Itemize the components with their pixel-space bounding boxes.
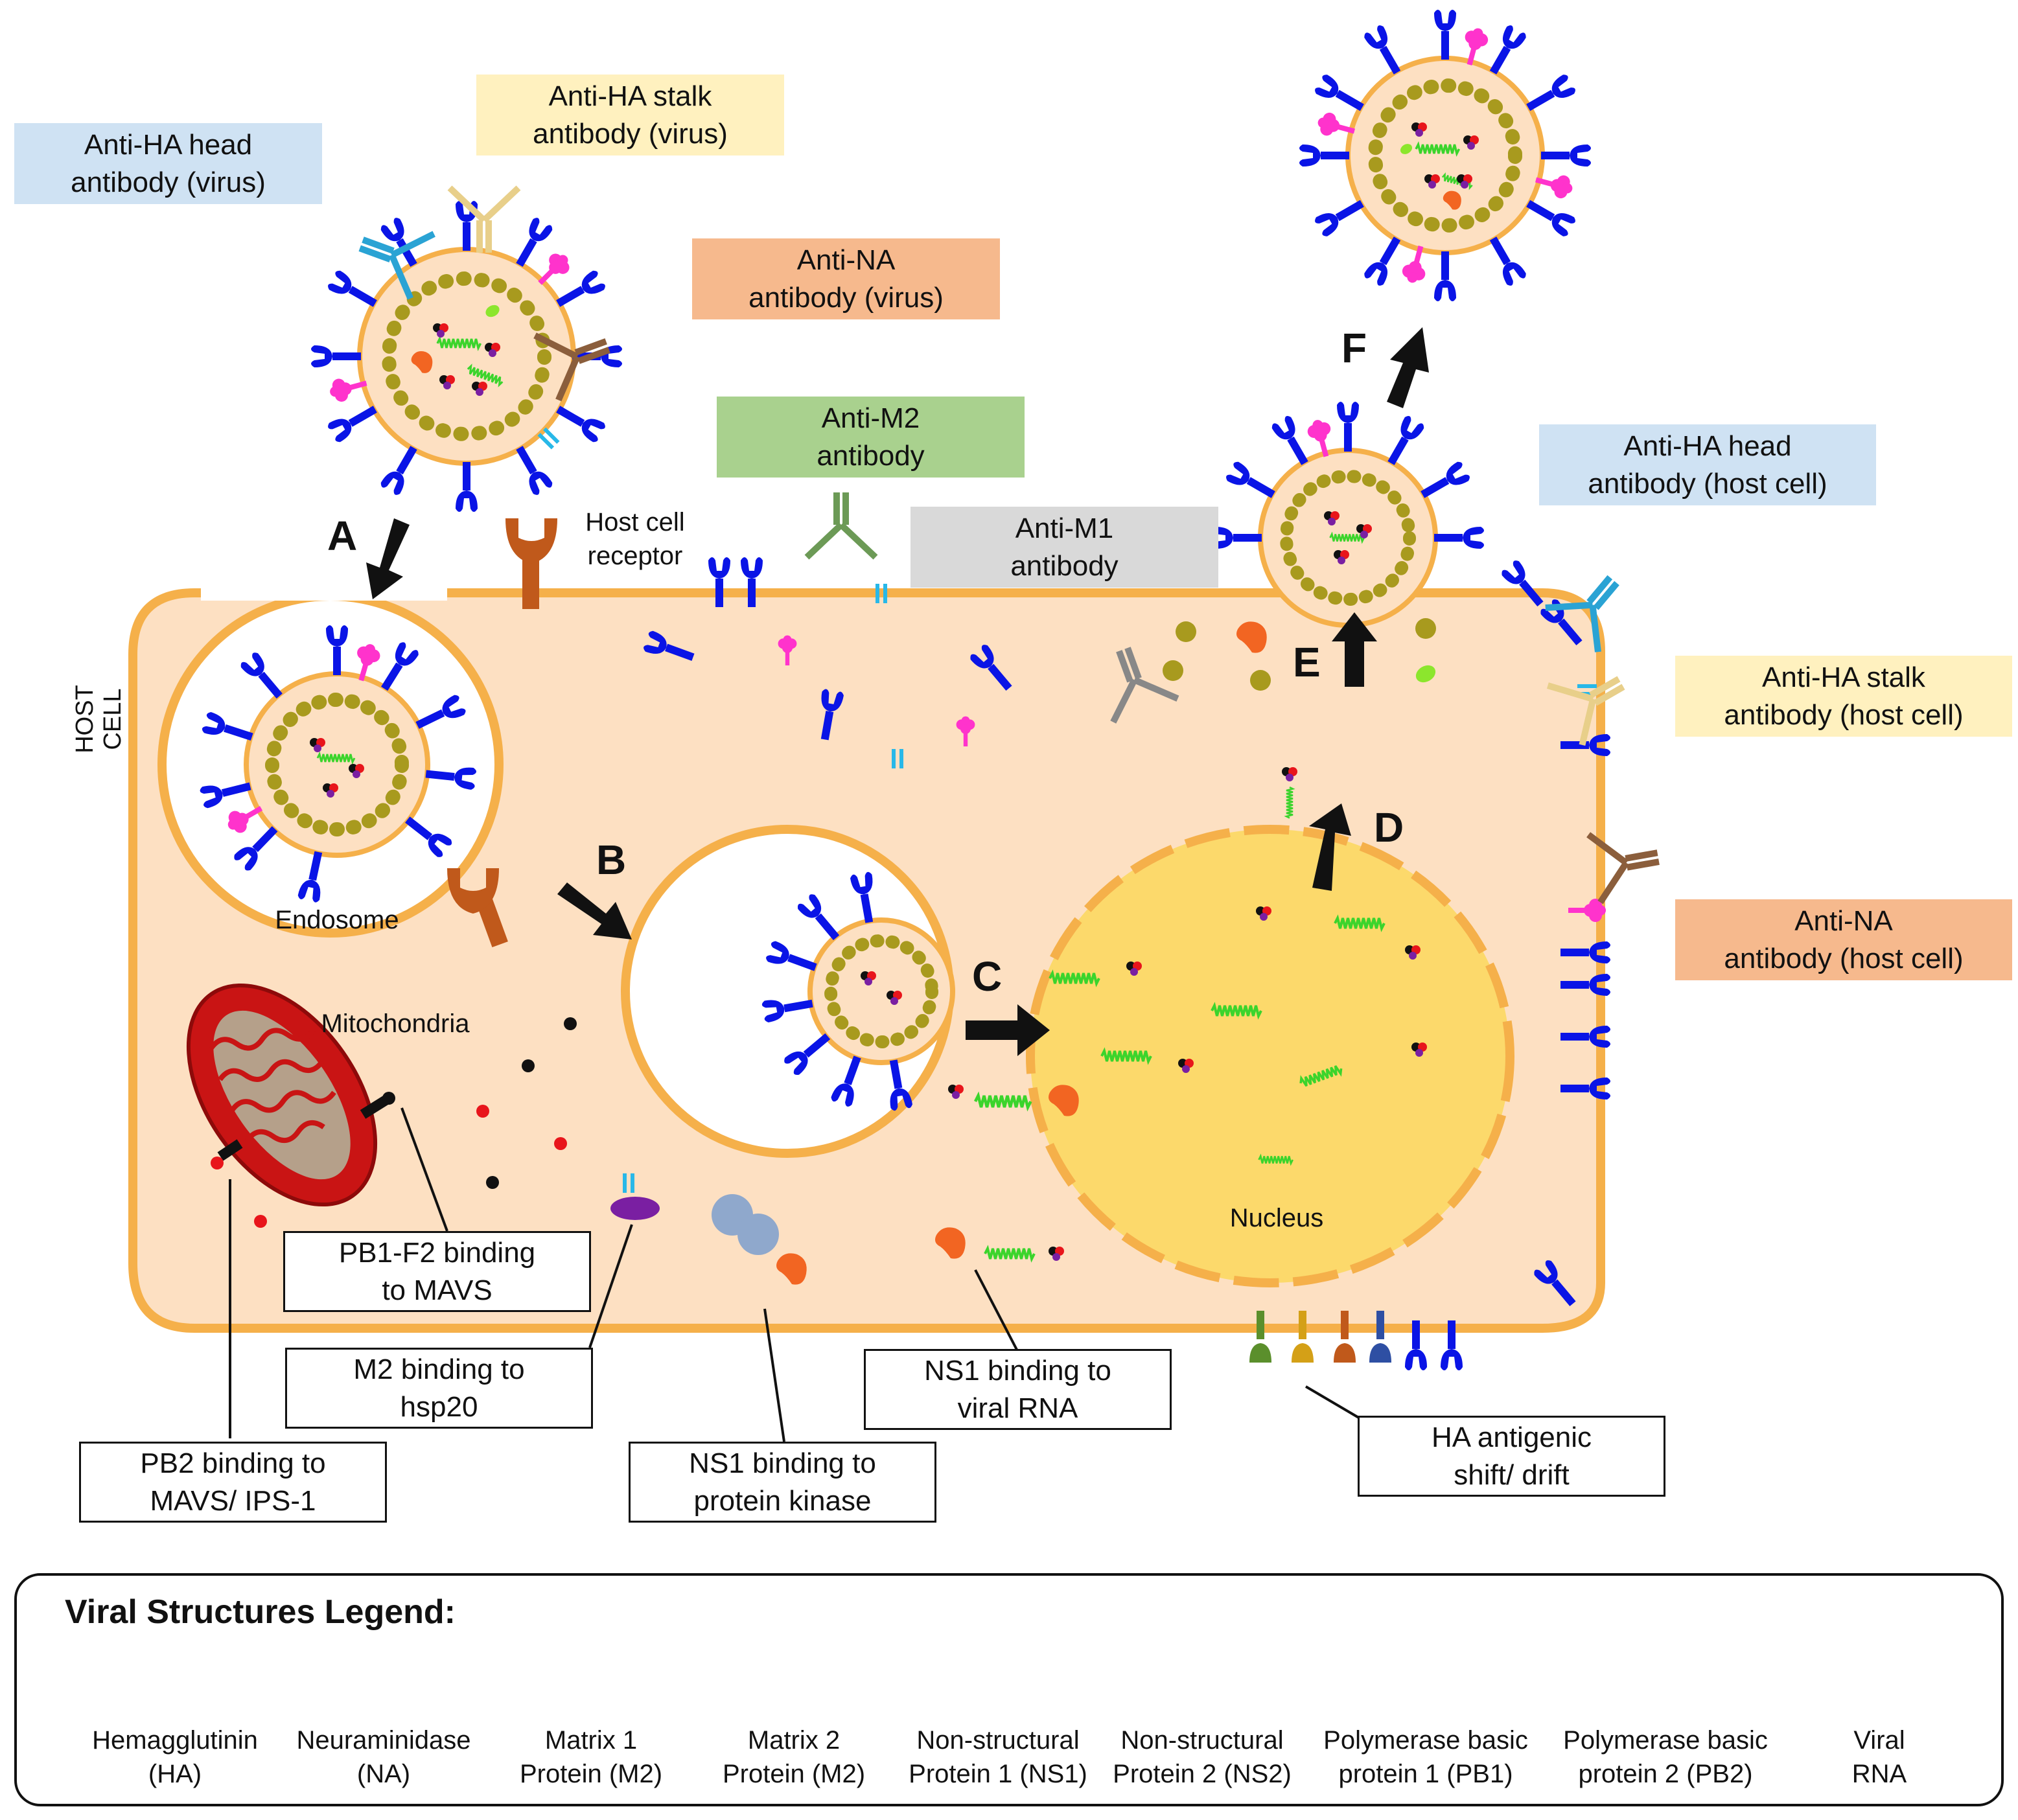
label-anti-ha-stalk-virus: Anti-HA stalk antibody (virus) [476,75,784,156]
callout-lines [229,1107,1362,1442]
host-cell-receptor [447,518,557,948]
ha-variants [1249,1311,1463,1370]
legend-title: Viral Structures Legend: [65,1593,456,1631]
callout-pb1f2-mavs: PB1-F2 binding to MAVS [283,1231,591,1312]
legend-label-rna: Viral RNA [1851,1726,1907,1788]
step-d: D [1374,804,1404,851]
label-anti-ha-head-virus: Anti-HA head antibody (virus) [14,123,322,204]
legend-label-ns2: Non-structural Protein 2 (NS2) [1113,1726,1292,1788]
label-anti-m1: Anti-M1 antibody [910,507,1218,588]
step-b: B [596,836,627,883]
callout-pb2-mavs: PB2 binding to MAVS/ IPS-1 [79,1442,387,1523]
virion-released [1299,10,1591,301]
nucleus-label: Nucleus [1229,1204,1324,1232]
virion-in-endosome [199,625,477,903]
nucleus [1026,825,1514,1287]
legend-label-m2: Matrix 2 Protein (M2) [722,1726,866,1788]
virion-uncoating [761,871,955,1112]
host-cell-receptor-label: Host cell receptor [585,508,685,570]
label-anti-na-virus: Anti-NA antibody (virus) [692,238,1000,319]
label-anti-ha-stalk-host: Anti-HA stalk antibody (host cell) [1675,656,2012,737]
step-a: A [327,513,358,559]
mitochondria [186,983,395,1207]
label-anti-na-host: Anti-NA antibody (host cell) [1675,899,2012,980]
virion-budding [1212,402,1484,628]
step-f: F [1341,325,1367,371]
legend-label-na: Neuraminidase (NA) [296,1726,471,1788]
legend-label-m1: Matrix 1 Protein (M2) [519,1726,663,1788]
legend-box [14,1573,2004,1806]
step-c: C [972,953,1003,1000]
legend-label-ns1: Non-structural Protein 1 (NS1) [909,1726,1087,1788]
callout-ns1-kinase: NS1 binding to protein kinase [629,1442,936,1523]
membrane-proteins [642,557,1610,1311]
callout-m2-hsp20: M2 binding to hsp20 [285,1348,593,1429]
callout-ns1-rna: NS1 binding to viral RNA [864,1349,1172,1430]
endosome-label: Endosome [275,906,399,934]
callout-ha-shift-drift: HA antigenic shift/ drift [1358,1416,1665,1497]
step-arrows [366,327,1429,1056]
label-anti-ha-head-host: Anti-HA head antibody (host cell) [1539,424,1876,505]
label-anti-m2: Anti-M2 antibody [717,397,1025,478]
host-cell-label: HOST CELL [71,685,126,754]
legend-label-pb1: Polymerase basic protein 1 (PB1) [1323,1726,1528,1788]
legend-label-ha: Hemagglutinin (HA) [92,1726,258,1788]
cytoplasm-components [254,1017,1079,1285]
legend-label-pb2: Polymerase basic protein 2 (PB2) [1563,1726,1768,1788]
mitochondria-label: Mitochondria [321,1009,470,1038]
step-e: E [1293,639,1321,685]
